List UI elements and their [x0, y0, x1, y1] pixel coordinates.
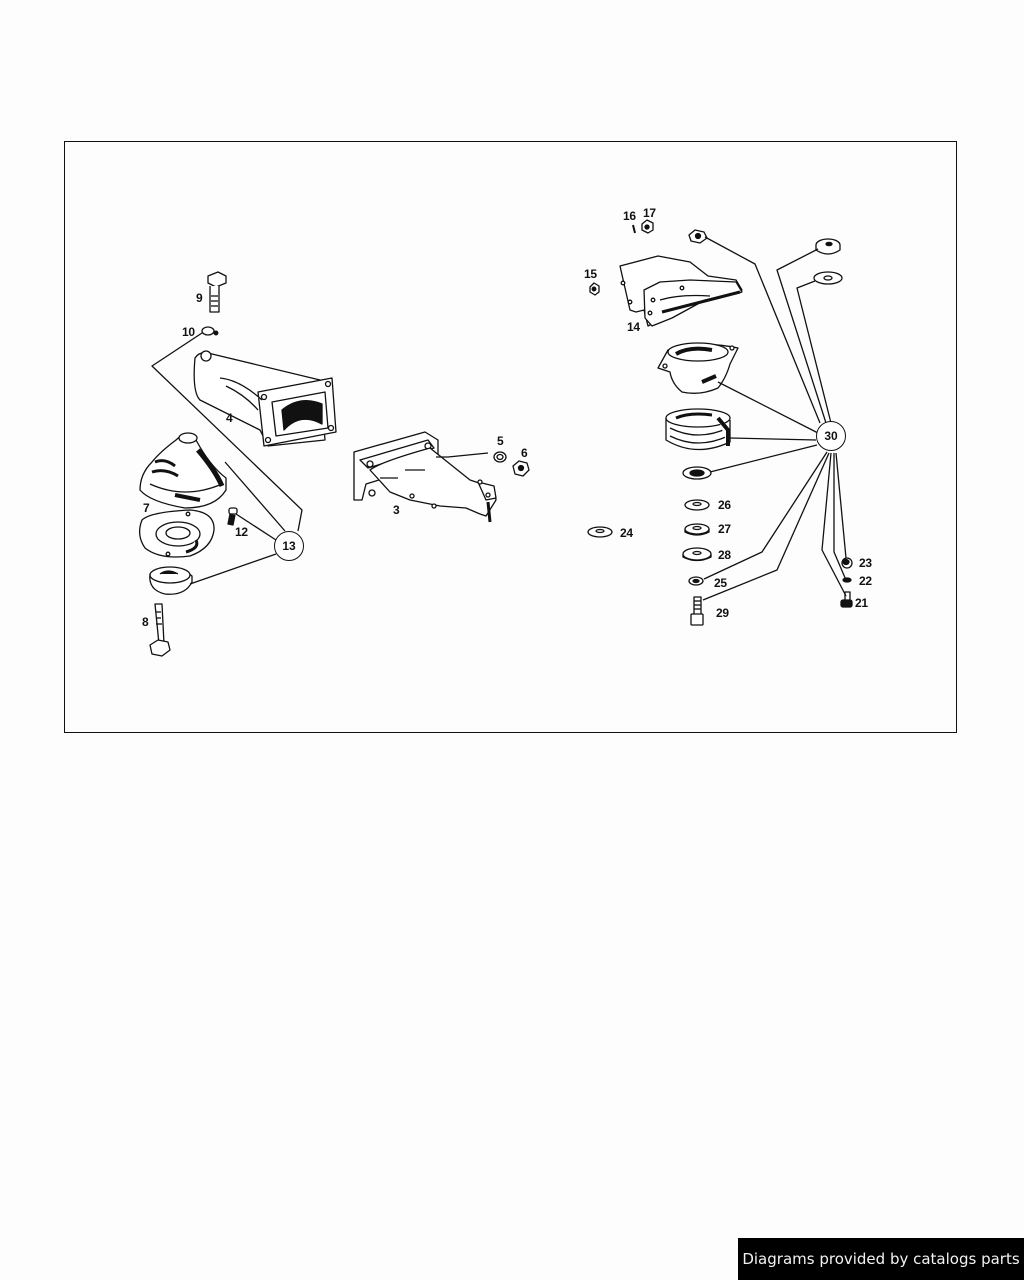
rubber-mount-icon — [139, 432, 227, 509]
callout-13: 13 — [274, 531, 304, 561]
part-label-22: 22 — [859, 574, 872, 588]
part-label-21: 21 — [855, 596, 868, 610]
rubber-ring-icon — [665, 408, 731, 451]
washer-10-icon — [201, 326, 219, 336]
part-label-29: 29 — [716, 606, 729, 620]
bolt-21-icon — [840, 591, 853, 608]
plate-7-icon — [138, 509, 215, 558]
cup-mount-icon — [657, 342, 739, 394]
part-label-12: 12 — [235, 525, 248, 539]
credit-text: Diagrams provided by catalogs parts — [742, 1250, 1020, 1268]
part-label-24: 24 — [620, 526, 633, 540]
part-label-16: 16 — [623, 209, 636, 223]
washer-27-icon — [684, 523, 710, 536]
leader-13-a — [151, 332, 303, 532]
part-label-7: 7 — [143, 501, 150, 515]
pin-16-icon — [632, 224, 636, 234]
washer-28-icon — [682, 547, 712, 562]
part-label-15: 15 — [584, 267, 597, 281]
part-label-4: 4 — [226, 411, 233, 425]
part-label-17: 17 — [643, 206, 656, 220]
washer-24-icon — [587, 526, 613, 538]
part-label-25: 25 — [714, 576, 727, 590]
part-label-14: 14 — [627, 320, 640, 334]
bolt-12-icon — [227, 507, 238, 526]
bracket-14-icon — [619, 255, 743, 327]
nut-6-icon — [512, 460, 530, 477]
washer-26-icon — [684, 499, 710, 511]
callout-30: 30 — [816, 421, 846, 451]
part-label-26: 26 — [718, 498, 731, 512]
part-label-10: 10 — [182, 325, 195, 339]
nut-top-icon — [688, 229, 708, 244]
washer-25-icon — [688, 576, 704, 586]
small-cup-icon — [682, 466, 712, 480]
part-label-23: 23 — [859, 556, 872, 570]
part-label-5: 5 — [497, 434, 504, 448]
nut-15-icon — [589, 282, 600, 296]
part-label-8: 8 — [142, 615, 149, 629]
spacer-top-right-icon — [815, 238, 841, 255]
bushing-icon — [149, 566, 193, 595]
nut-23-icon — [841, 557, 853, 569]
bracket-4-icon — [193, 350, 337, 447]
part-label-6: 6 — [521, 446, 528, 460]
washer-top-right-icon — [813, 271, 843, 285]
part-label-9: 9 — [196, 291, 203, 305]
part-label-27: 27 — [718, 522, 731, 536]
bracket-3-icon — [353, 431, 497, 523]
nut-17-icon — [641, 219, 654, 234]
part-label-28: 28 — [718, 548, 731, 562]
diagram-frame — [64, 141, 957, 733]
washer-22-icon — [842, 577, 852, 583]
bolt-8-icon — [149, 603, 171, 657]
part-label-3: 3 — [393, 503, 400, 517]
bolt-29-icon — [690, 596, 704, 626]
credit-banner: Diagrams provided by catalogs parts — [738, 1238, 1024, 1280]
bolt-9-icon — [207, 271, 227, 313]
washer-5-icon — [493, 451, 507, 463]
